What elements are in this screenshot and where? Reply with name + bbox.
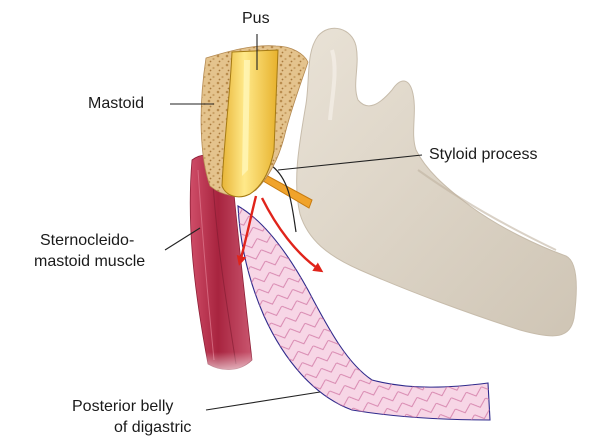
label-styloid-process: Styloid process bbox=[429, 145, 538, 165]
mandible-bone bbox=[297, 28, 577, 336]
label-mastoid: Mastoid bbox=[88, 94, 144, 114]
label-pus: Pus bbox=[242, 9, 270, 29]
pus-track bbox=[222, 50, 278, 197]
label-scm-line-2: mastoid muscle bbox=[34, 252, 145, 272]
label-scm-line-1: Sternocleido- bbox=[40, 231, 134, 251]
digastric-leader-line bbox=[206, 392, 320, 410]
label-digastric-line-1: Posterior belly bbox=[72, 397, 173, 417]
label-digastric-line-2: of digastric bbox=[114, 418, 191, 438]
